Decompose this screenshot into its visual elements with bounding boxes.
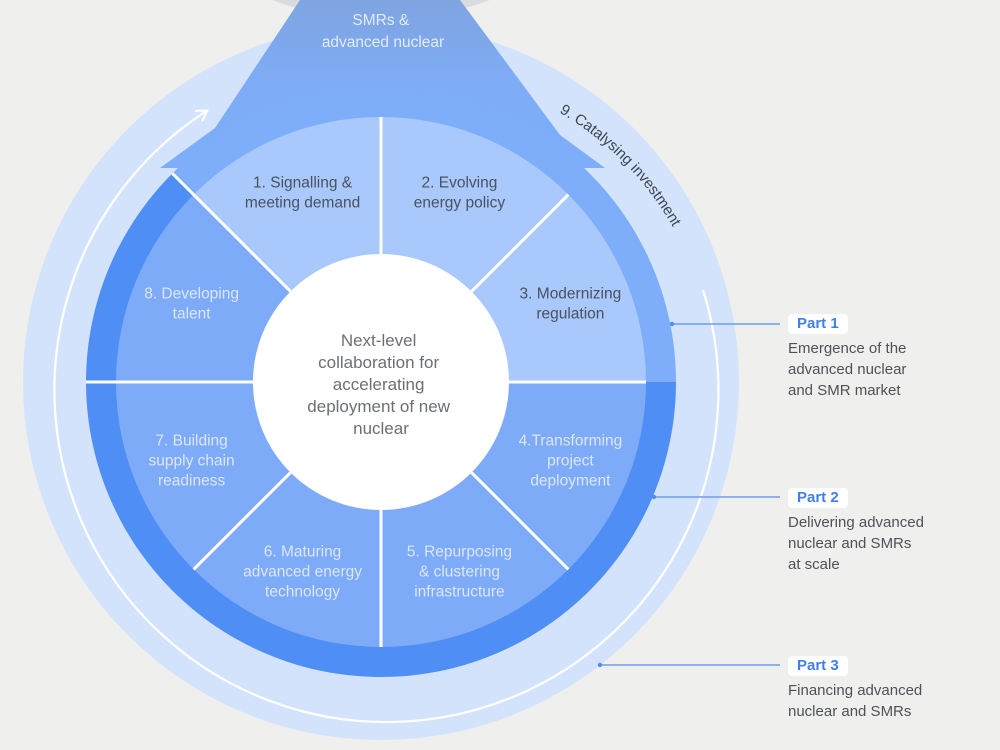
part3-line: nuclear and SMRs <box>788 703 912 720</box>
part3-line: Financing advanced <box>788 682 923 699</box>
part2-line: at scale <box>788 556 840 573</box>
part2-band <box>85 173 676 678</box>
part1-connector <box>669 321 780 327</box>
part1-block: Part 1 Emergence of the advanced nuclear… <box>788 314 988 401</box>
segment-1 <box>193 117 381 293</box>
funnel-label: SMRs & advanced nuclear <box>322 12 444 51</box>
part1-line: advanced nuclear <box>788 361 907 378</box>
part3-description: Financing advanced nuclear and SMRs <box>788 680 988 722</box>
part2-badge: Part 2 <box>788 488 848 508</box>
segment-divider <box>192 471 292 571</box>
part2-description: Delivering advanced nuclear and SMRs at … <box>788 512 988 575</box>
part1-badge: Part 1 <box>788 314 848 334</box>
segment-3 <box>470 194 646 382</box>
part1-line: and SMR market <box>788 382 901 399</box>
segment-5 <box>381 471 569 647</box>
part1-band <box>172 87 676 383</box>
part1-line: Emergence of the <box>788 340 907 357</box>
part3-connector <box>597 662 780 668</box>
cycle-arrow-line <box>53 112 720 724</box>
center-label: Next-level collaboration for acceleratin… <box>307 331 454 438</box>
segment-label-1: 1. Signalling &meeting demand <box>245 175 360 212</box>
center-circle <box>253 254 509 510</box>
segment-7 <box>116 382 292 570</box>
segment-dividers <box>86 117 646 647</box>
part3-block: Part 3 Financing advanced nuclear and SM… <box>788 656 988 722</box>
segment-ring <box>116 117 646 647</box>
segment-2 <box>381 117 569 293</box>
part2-block: Part 2 Delivering advanced nuclear and S… <box>788 488 988 575</box>
segment-8 <box>116 194 292 382</box>
part2-line: nuclear and SMRs <box>788 535 912 552</box>
part1-description: Emergence of the advanced nuclear and SM… <box>788 338 988 401</box>
part3-badge: Part 3 <box>788 656 848 676</box>
part2-line: Delivering advanced <box>788 514 924 531</box>
segment-divider <box>470 471 570 571</box>
segment-4 <box>470 382 646 570</box>
segment-divider <box>470 193 570 293</box>
band-ring <box>85 87 676 678</box>
segment-divider <box>171 172 292 293</box>
segment-6 <box>193 471 381 647</box>
part2-connector <box>651 494 780 500</box>
